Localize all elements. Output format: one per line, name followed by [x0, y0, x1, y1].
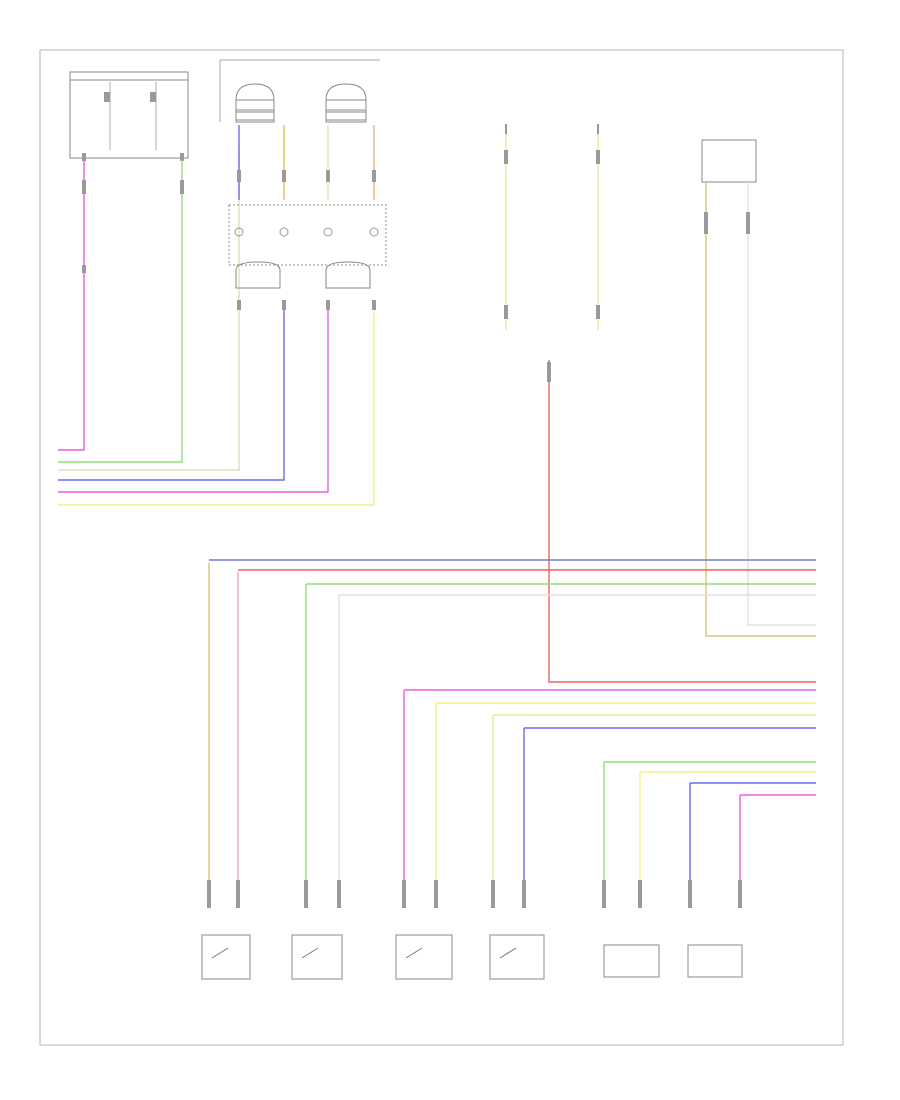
left-harness-wires — [58, 145, 375, 506]
center-splice-block — [228, 204, 387, 310]
left-module-wires — [58, 160, 184, 463]
red-trunk-wire — [548, 360, 816, 683]
bottom-module-5 — [602, 880, 660, 978]
bottom-switch-2 — [291, 880, 343, 980]
top-right-sensor-1 — [504, 124, 508, 330]
top-left-module — [69, 71, 189, 161]
bottom-switch-3 — [395, 880, 453, 980]
top-center-component-1 — [235, 83, 286, 200]
right-bundle-lower — [603, 761, 816, 880]
bottom-module-6 — [687, 880, 743, 978]
top-right-module — [701, 139, 816, 637]
diagram-border — [39, 49, 844, 1046]
bottom-switch-1 — [201, 880, 251, 980]
right-bundle-middle — [403, 689, 816, 880]
top-right-sensor-2 — [596, 124, 600, 330]
bottom-switch-4 — [489, 880, 545, 980]
top-center-component-2 — [325, 83, 376, 200]
right-bundle-upper — [208, 559, 816, 880]
